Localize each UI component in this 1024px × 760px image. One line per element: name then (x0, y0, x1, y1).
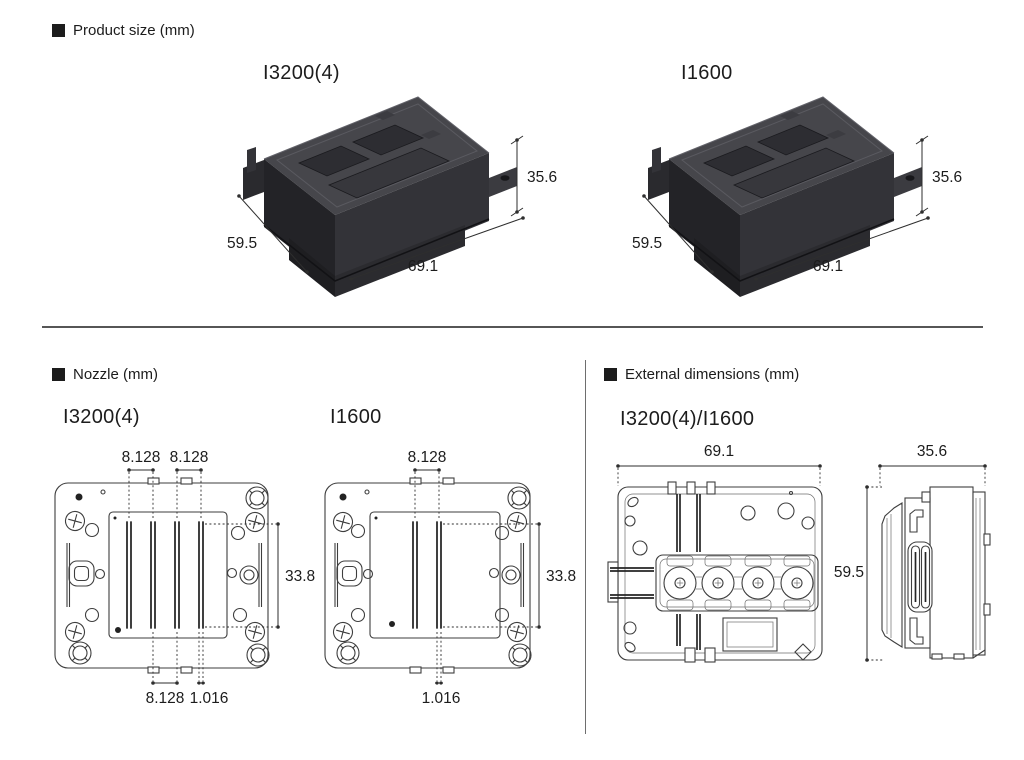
external-side-view: 35.6 59.5 (834, 443, 991, 662)
dimension-height-right: 33.8 (443, 522, 576, 629)
nozzle-heading-label: Nozzle (mm) (73, 366, 158, 383)
dim-height-label: 35.6 (932, 169, 962, 186)
dimension-bottom: 1.016 (422, 632, 461, 707)
dim-label: 8.128 (146, 690, 185, 707)
dim-height-label: 35.6 (527, 169, 557, 186)
external-dimensions-heading: External dimensions (mm) (604, 366, 799, 383)
nozzle-body (324, 477, 532, 674)
dimension-height: 35.6 (915, 135, 962, 217)
dim-label: 8.128 (122, 449, 161, 466)
nozzle-slots (126, 521, 204, 629)
dimension-width: 69.1 (349, 216, 525, 281)
dim-label: 8.128 (170, 449, 209, 466)
dimension-width-top: 69.1 (616, 443, 822, 486)
corner-hatched-hole (245, 486, 269, 510)
dimension-bottom: 8.128 1.016 (146, 632, 229, 707)
nozzle-body (54, 477, 270, 674)
nozzle-drawing-i1600: 8.128 33.8 1.016 (324, 449, 576, 707)
model-label-i1600: I1600 (681, 62, 733, 84)
corner-hatched-hole (336, 641, 360, 665)
external-dimensions-heading-label: External dimensions (mm) (625, 366, 800, 383)
dimension-height-right: 33.8 (205, 522, 315, 629)
dimension-width-top: 35.6 (878, 443, 987, 486)
dimension-height-left: 59.5 (834, 485, 884, 662)
dim-label: 33.8 (285, 568, 315, 585)
dimension-depth: 59.5 (227, 194, 309, 274)
phillips-screw (506, 511, 528, 533)
dimension-width: 69.1 (754, 216, 930, 281)
section-marker-icon (604, 368, 617, 381)
phillips-screw (244, 511, 266, 533)
section-divider (42, 326, 983, 328)
section-marker-icon (52, 24, 65, 37)
ink-port-band (655, 554, 819, 612)
ink-port (663, 555, 697, 611)
phillips-screw (332, 621, 354, 643)
printhead-3d-render (243, 96, 517, 297)
dim-depth-label: 59.5 (227, 235, 257, 252)
phillips-screw (64, 510, 86, 532)
external-front-view: 69.1 (607, 443, 823, 663)
dim-width-label: 69.1 (813, 258, 843, 275)
product-size-heading-label: Product size (mm) (73, 22, 195, 39)
corner-hatched-hole (246, 643, 270, 667)
dimension-pitch-top: 8.128 8.128 (122, 449, 209, 519)
nozzle-drawing-i3200: 8.128 8.128 33.8 8.128 1.016 (54, 449, 315, 707)
dim-label: 33.8 (546, 568, 576, 585)
external-model-label: I3200(4)/I1600 (620, 408, 755, 430)
phillips-screw (64, 621, 86, 643)
model-label-i3200: I3200(4) (263, 62, 340, 84)
dimension-depth: 59.5 (632, 194, 714, 274)
dim-label: 35.6 (917, 443, 947, 460)
ink-port (701, 555, 735, 611)
dim-depth-label: 59.5 (632, 235, 662, 252)
corner-hatched-hole (508, 643, 532, 667)
printhead-3d-figure-i3200: 35.6 59.5 69.1 (227, 96, 557, 297)
ink-port (741, 555, 775, 611)
product-size-heading: Product size (mm) (52, 22, 195, 39)
nozzle-label-i3200: I3200(4) (63, 406, 140, 428)
dim-label: 59.5 (834, 564, 864, 581)
column-divider (585, 360, 586, 734)
corner-hatched-hole (68, 641, 92, 665)
rib-lines (676, 494, 701, 650)
front-view-body (607, 481, 823, 663)
phillips-screw (506, 621, 528, 643)
printhead-3d-figure-i1600: 35.6 59.5 69.1 (632, 96, 962, 297)
side-view-body (881, 486, 991, 660)
phillips-screw (244, 621, 266, 643)
ink-port (780, 555, 814, 611)
dim-label: 8.128 (408, 449, 447, 466)
section-marker-icon (52, 368, 65, 381)
dim-label: 69.1 (704, 443, 734, 460)
dimension-pitch-top: 8.128 (408, 449, 447, 519)
phillips-screw (332, 511, 354, 533)
nozzle-slots (412, 521, 442, 629)
nozzle-heading: Nozzle (mm) (52, 366, 158, 383)
dim-label: 1.016 (422, 690, 461, 707)
dim-width-label: 69.1 (408, 258, 438, 275)
dimension-height: 35.6 (510, 135, 557, 217)
nozzle-label-i1600: I1600 (330, 406, 382, 428)
dim-label: 1.016 (190, 690, 229, 707)
printhead-3d-render (648, 96, 922, 297)
corner-hatched-hole (507, 486, 531, 510)
